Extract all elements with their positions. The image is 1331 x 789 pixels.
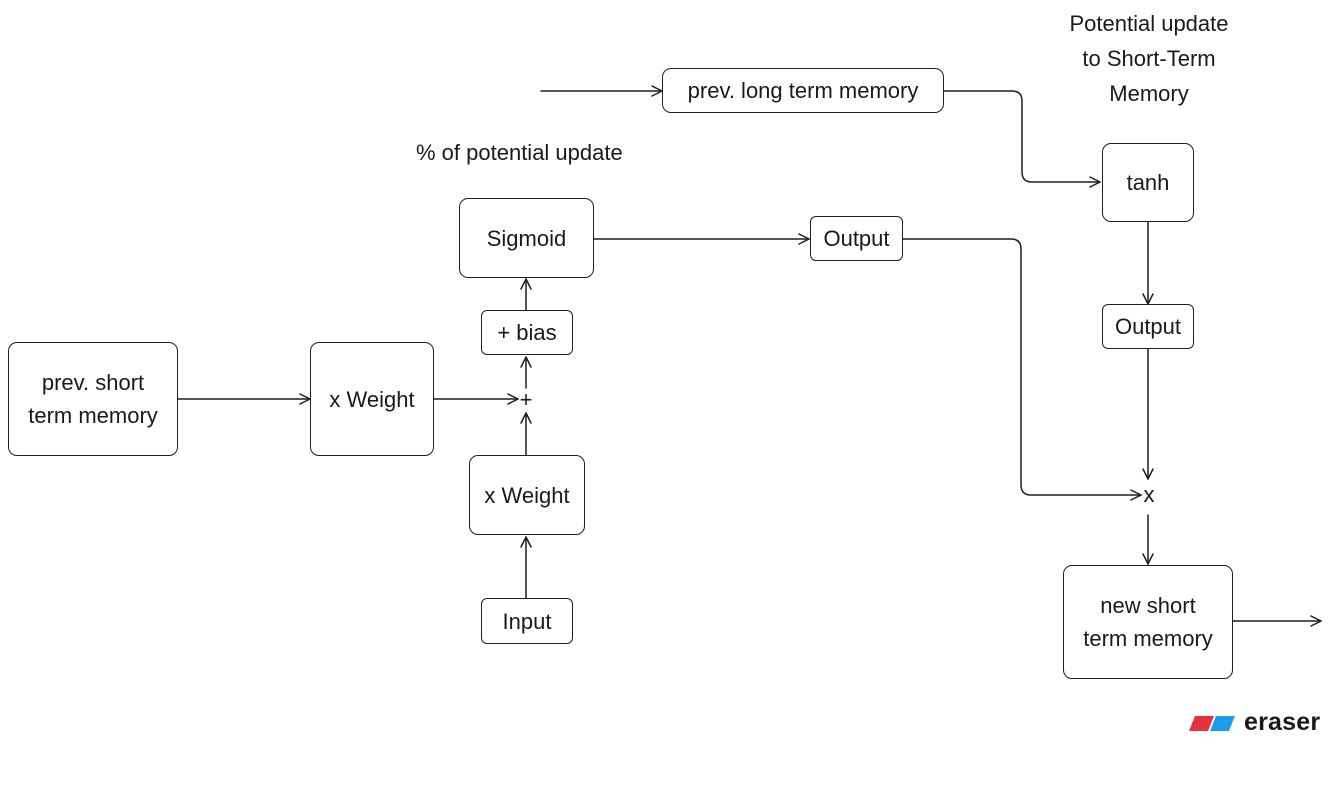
operator-multiply: x [1143, 482, 1155, 507]
node-prev-short-term-memory[interactable]: prev. short term memory [8, 342, 178, 456]
node-input[interactable]: Input [481, 598, 573, 644]
arrow-long-term-to-tanh [943, 90, 1101, 188]
operator-plus: + [519, 387, 533, 412]
arrow-output-to-multiply [902, 238, 1142, 501]
node-sigmoid[interactable]: Sigmoid [459, 198, 594, 278]
node-output-sigmoid[interactable]: Output [810, 216, 903, 261]
node-prev-long-term-memory[interactable]: prev. long term memory [662, 68, 944, 113]
node-tanh[interactable]: tanh [1102, 143, 1194, 222]
node-bias[interactable]: + bias [481, 310, 573, 355]
node-weight-short-term[interactable]: x Weight [310, 342, 434, 456]
eraser-logo-text: eraser [1244, 708, 1321, 736]
eraser-logo: eraser [1188, 708, 1320, 737]
annotation-percent-update: % of potential update [416, 140, 623, 165]
node-new-short-term-memory[interactable]: new short term memory [1063, 565, 1233, 679]
eraser-logo-icon [1189, 715, 1235, 731]
annotation-potential-update: Potential update to Short-Term Memory [1069, 11, 1229, 107]
node-output-tanh[interactable]: Output [1102, 304, 1194, 349]
node-weight-input[interactable]: x Weight [469, 455, 585, 535]
